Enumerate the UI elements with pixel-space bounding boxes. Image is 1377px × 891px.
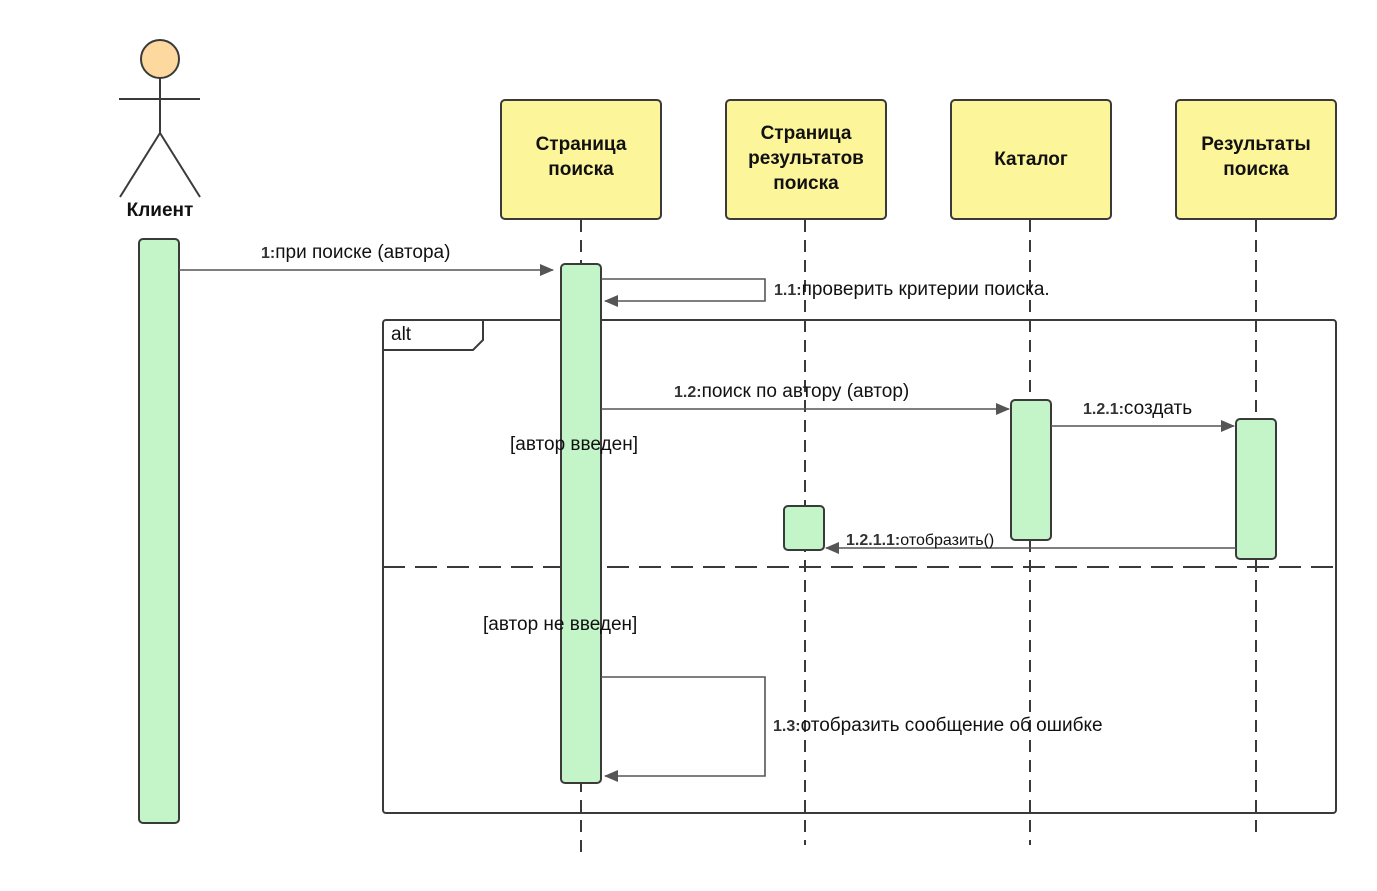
lifeline-title: Результаты [1201,134,1311,155]
message-label: 1.2:поиск по автору (автор) [674,381,909,402]
message-label: 1.2.1:создать [1083,398,1192,419]
lifeline-title: Страница [536,134,627,155]
lifeline-title: Страница [761,123,852,144]
lifeline-title: поиска [548,159,614,180]
guard-author-not-entered: [автор не введен] [483,614,637,635]
lifeline-head-catalog: Каталог [950,99,1112,220]
fragment-operator: alt [391,324,412,345]
activation-search-results [1235,418,1277,560]
message-1-3: 1.3:отобразить сообщение об ошибке [601,676,1103,782]
lifeline-title: результатов [748,148,864,169]
message-label: 1.2.1.1:отобразить() [846,532,994,549]
actor-client: Клиент [119,39,201,221]
message-1-2-1: 1.2.1:создать [1051,398,1235,432]
message-label: 1:при поиске (автора) [261,242,450,263]
guard-author-entered: [автор введен] [510,434,638,455]
message-arrow [601,278,766,307]
lifeline-title: поиска [773,173,839,194]
message-1-1: 1.1:проверить критерии поиска. [601,278,1050,307]
message-1-2-1-1: 1.2.1.1:отобразить() [825,532,1236,554]
lifeline-head-search-results: Результаты поиска [1175,99,1337,220]
activation-results-page [783,505,825,551]
activation-catalog [1010,399,1052,541]
message-1-2: 1.2:поиск по автору (автор) [601,381,1010,415]
lifeline-head-results-page: Страница результатов поиска [725,99,887,220]
actor-head [140,39,180,79]
actor-label: Клиент [127,200,194,221]
message-label: 1.3:отобразить сообщение об ошибке [773,715,1103,736]
actor-left-leg [119,132,161,198]
actor-right-leg [159,132,201,198]
activation-client [138,238,180,824]
lifeline-head-search-page: Страница поиска [500,99,662,220]
message-1: 1:при поиске (автора) [179,242,554,276]
message-label: 1.1:проверить критерии поиска. [774,279,1050,300]
alt-fragment: alt [382,319,1337,814]
fragment-operator-tab [383,320,484,351]
lifeline-title: поиска [1223,159,1289,180]
activation-search-page [560,263,602,784]
lifeline-title: Каталог [994,149,1068,170]
message-arrow [601,676,766,782]
